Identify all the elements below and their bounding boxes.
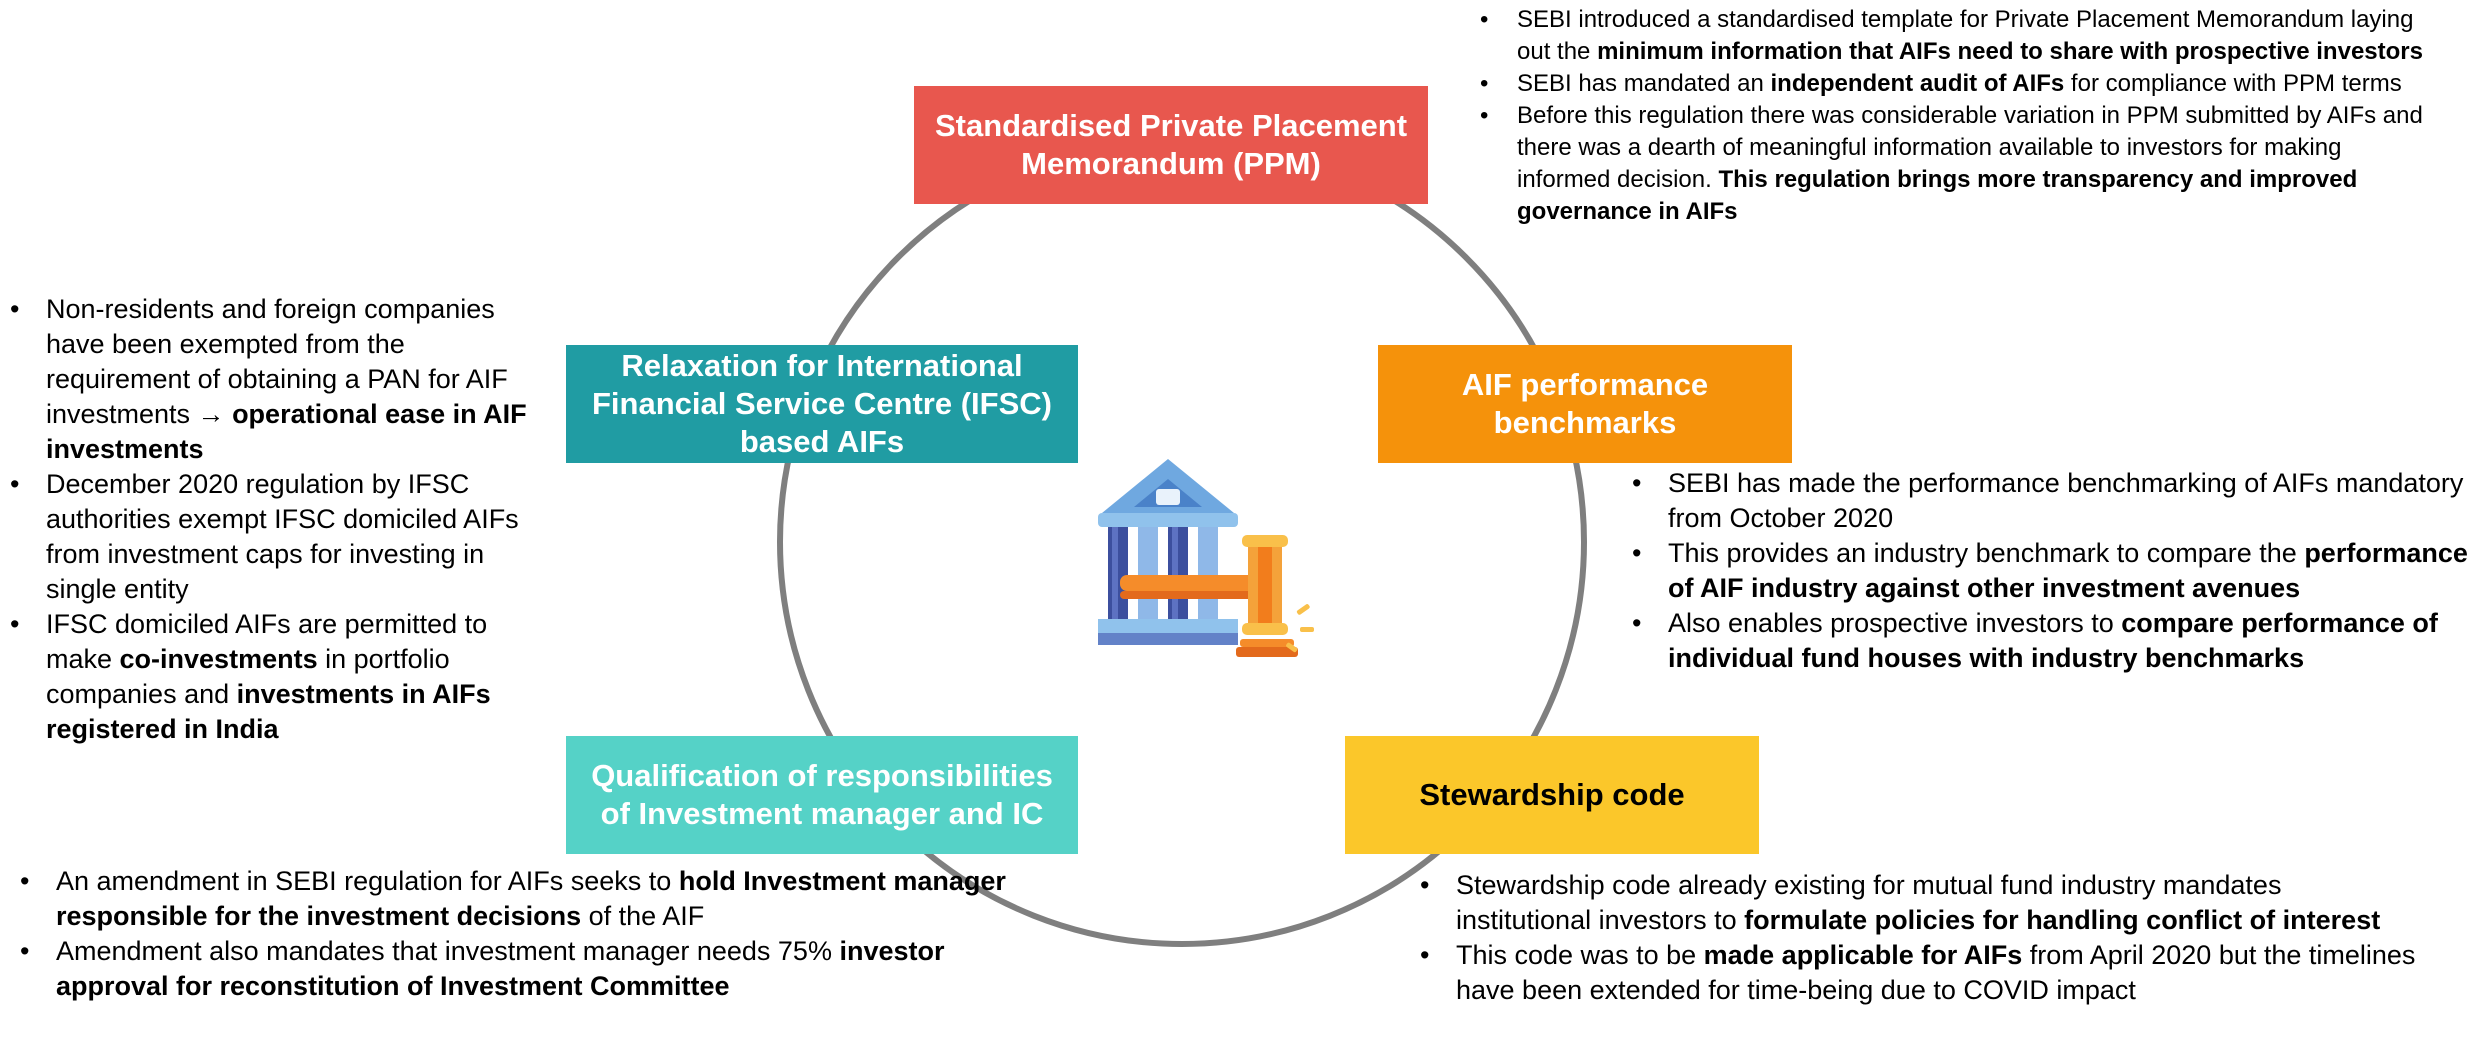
bullet-item: This code was to be made applicable for …	[1420, 938, 2420, 1008]
bullet-text: IFSC domiciled AIFs are permitted to mak…	[46, 609, 488, 674]
bullet-text: This provides an industry benchmark to c…	[1668, 538, 2305, 568]
bullet-item: SEBI introduced a standardised template …	[1480, 4, 2430, 68]
bullet-text: SEBI has made the performance benchmarki…	[1668, 468, 2464, 533]
bullet-text: SEBI introduced a standardised template …	[1517, 6, 2414, 65]
bullet-text-bold: independent audit of AIFs	[1770, 70, 2065, 97]
bullet-text-bold: compare performance of individual fund h…	[1668, 608, 2438, 673]
bullet-text: for compliance with PPM terms	[2064, 70, 2402, 97]
bullet-text-bold: minimum information that AIFs need to sh…	[1597, 38, 2423, 65]
bullet-item: This provides an industry benchmark to c…	[1632, 536, 2472, 606]
performance-bullets: SEBI has made the performance benchmarki…	[1632, 466, 2472, 676]
bullet-text: This code was to be	[1456, 940, 1704, 970]
bullet-text: Non-residents and foreign companies have…	[46, 294, 508, 429]
bullet-text-bold: This regulation brings more transparency…	[1517, 166, 2358, 225]
bullet-item: December 2020 regulation by IFSC authori…	[10, 467, 540, 607]
bullet-text-bold: co-investments	[119, 644, 318, 674]
stewardship-box: Stewardship code	[1345, 736, 1759, 854]
bullet-text-bold: investments in AIFs registered in India	[46, 679, 491, 744]
stewardship-title: Stewardship code	[1419, 777, 1685, 812]
bullet-item: Amendment also mandates that investment …	[20, 934, 1010, 1004]
bullet-text-bold: formulate policies for handling conflict…	[1744, 905, 2381, 935]
ppm-box: Standardised Private Placement Memorandu…	[914, 86, 1428, 204]
performance-box: AIF performance benchmarks	[1378, 345, 1792, 463]
bullet-text-bold: investor approval for reconstitution of …	[56, 936, 945, 1001]
bullet-text: Amendment also mandates that investment …	[56, 936, 840, 966]
bullet-item: An amendment in SEBI regulation for AIFs…	[20, 864, 1010, 934]
ppm-bullets: SEBI introduced a standardised template …	[1480, 4, 2430, 228]
bullet-text-bold: made applicable for AIFs	[1703, 940, 2023, 970]
bullet-item: SEBI has mandated an independent audit o…	[1480, 68, 2430, 100]
stewardship-bullets: Stewardship code already existing for mu…	[1420, 868, 2420, 1008]
qualification-title: Qualification of responsibilities of Inv…	[591, 758, 1053, 831]
bullet-item: Also enables prospective investors to co…	[1632, 606, 2472, 676]
qualification-bullets: An amendment in SEBI regulation for AIFs…	[20, 864, 1010, 1004]
bullet-text: in portfolio companies and	[46, 644, 450, 709]
ifsc-bullets: Non-residents and foreign companies have…	[10, 292, 540, 747]
bullet-item: Non-residents and foreign companies have…	[10, 292, 540, 467]
qualification-box: Qualification of responsibilities of Inv…	[566, 736, 1078, 854]
performance-title: AIF performance benchmarks	[1461, 367, 1709, 440]
bullet-text: Stewardship code already existing for mu…	[1456, 870, 2282, 935]
ifsc-title: Relaxation for International Financial S…	[592, 348, 1052, 459]
bullet-text: Also enables prospective investors to	[1668, 608, 2122, 638]
bullet-text: from April 2020 but the timelines have b…	[1456, 940, 2416, 1005]
ppm-title: Standardised Private Placement Memorandu…	[934, 108, 1408, 181]
bullet-text: of the AIF	[581, 901, 705, 931]
bullet-text: December 2020 regulation by IFSC authori…	[46, 469, 519, 604]
bullet-text-bold: operational ease in AIF investments	[46, 399, 527, 464]
bullet-text-bold: performance of AIF industry against othe…	[1668, 538, 2468, 603]
bullet-text: Before this regulation there was conside…	[1517, 102, 2423, 193]
bullet-text-bold: hold Investment manager responsible for …	[56, 866, 1006, 931]
bullet-item: IFSC domiciled AIFs are permitted to mak…	[10, 607, 540, 747]
ifsc-box: Relaxation for International Financial S…	[566, 345, 1078, 463]
bullet-text: An amendment in SEBI regulation for AIFs…	[56, 866, 679, 896]
court-building-gavel-icon	[1098, 455, 1338, 660]
bullet-text: SEBI has mandated an	[1517, 70, 1771, 97]
bullet-item: Stewardship code already existing for mu…	[1420, 868, 2420, 938]
bullet-item: SEBI has made the performance benchmarki…	[1632, 466, 2472, 536]
bullet-item: Before this regulation there was conside…	[1480, 100, 2430, 228]
